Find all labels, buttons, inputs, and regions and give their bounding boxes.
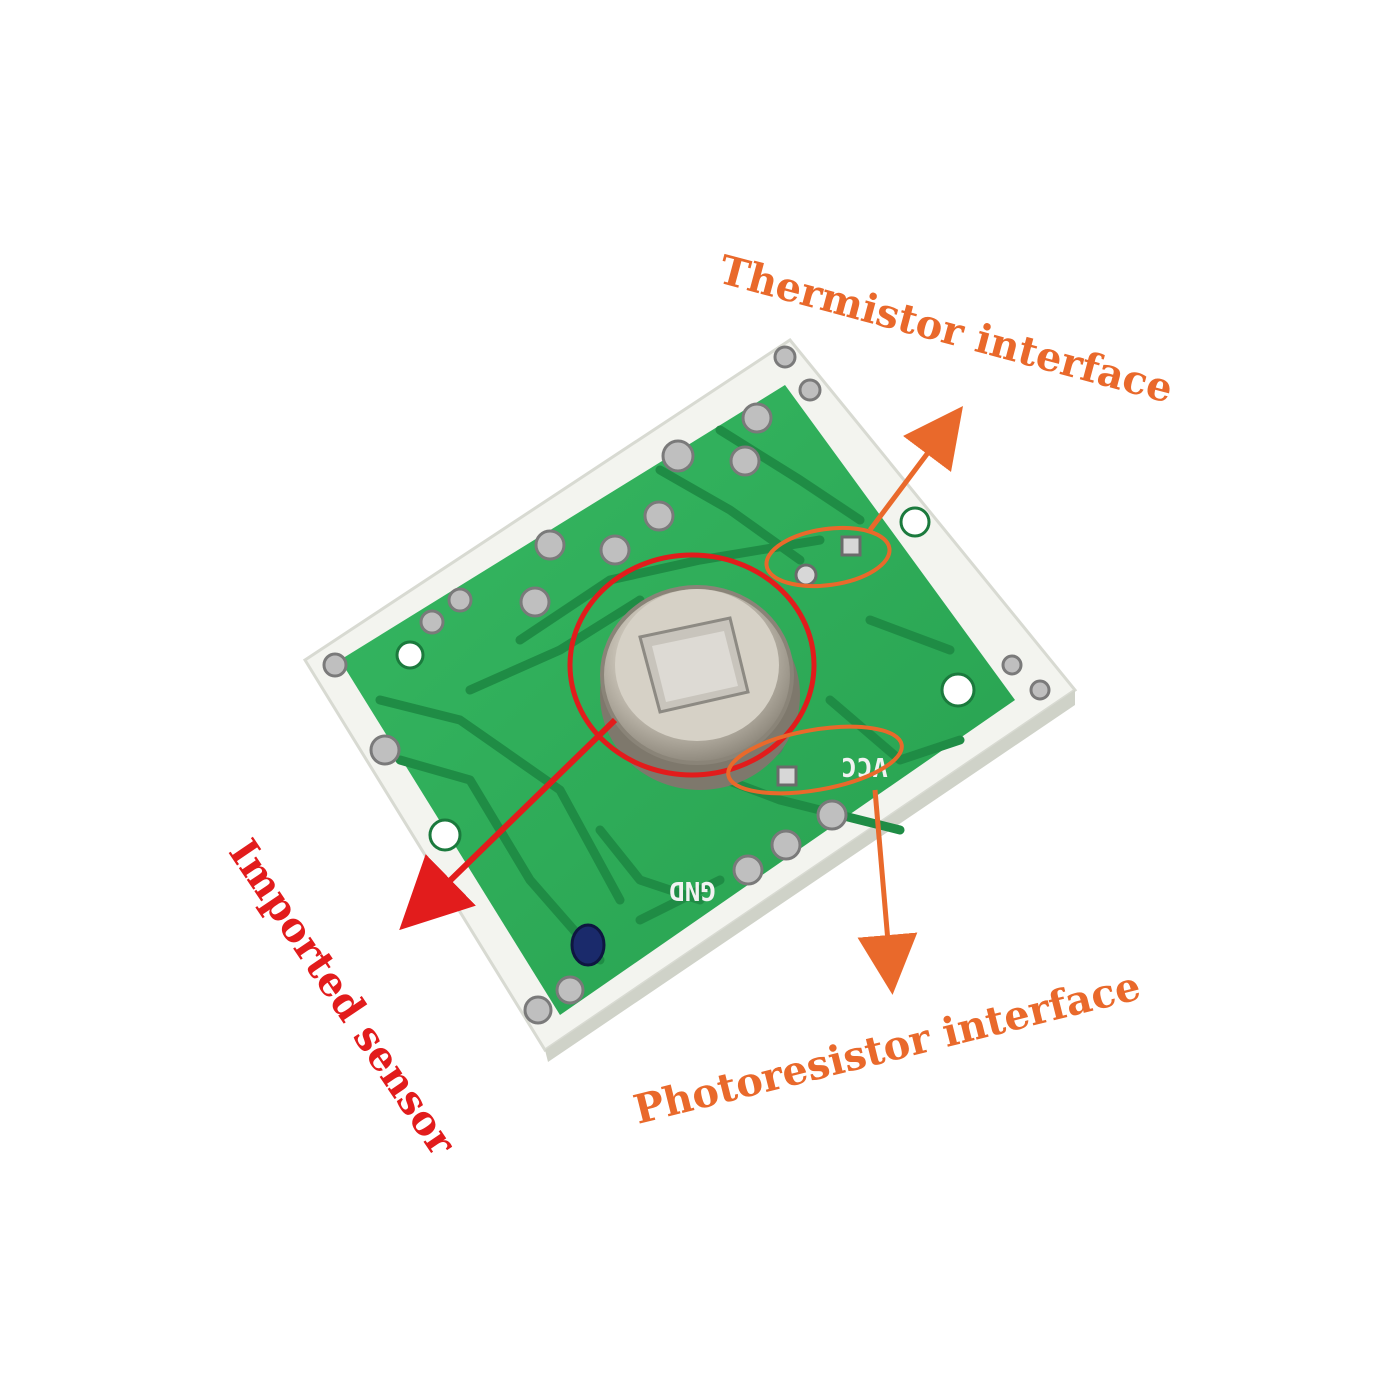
photoresistor-arrow-icon — [857, 789, 918, 995]
gnd-label: GND — [669, 875, 716, 905]
solder-pins — [322, 345, 1051, 1025]
thermistor-arrow-icon — [868, 406, 963, 532]
imported-sensor-highlight-icon — [567, 552, 817, 778]
annotations — [399, 406, 963, 995]
silkscreen-labels: VCC GND — [669, 751, 888, 905]
pir-sensor — [600, 585, 800, 790]
thermistor-highlight-icon — [764, 525, 892, 589]
photoresistor-highlight-icon — [726, 724, 904, 796]
imported-sensor-arrow-icon — [399, 717, 618, 931]
